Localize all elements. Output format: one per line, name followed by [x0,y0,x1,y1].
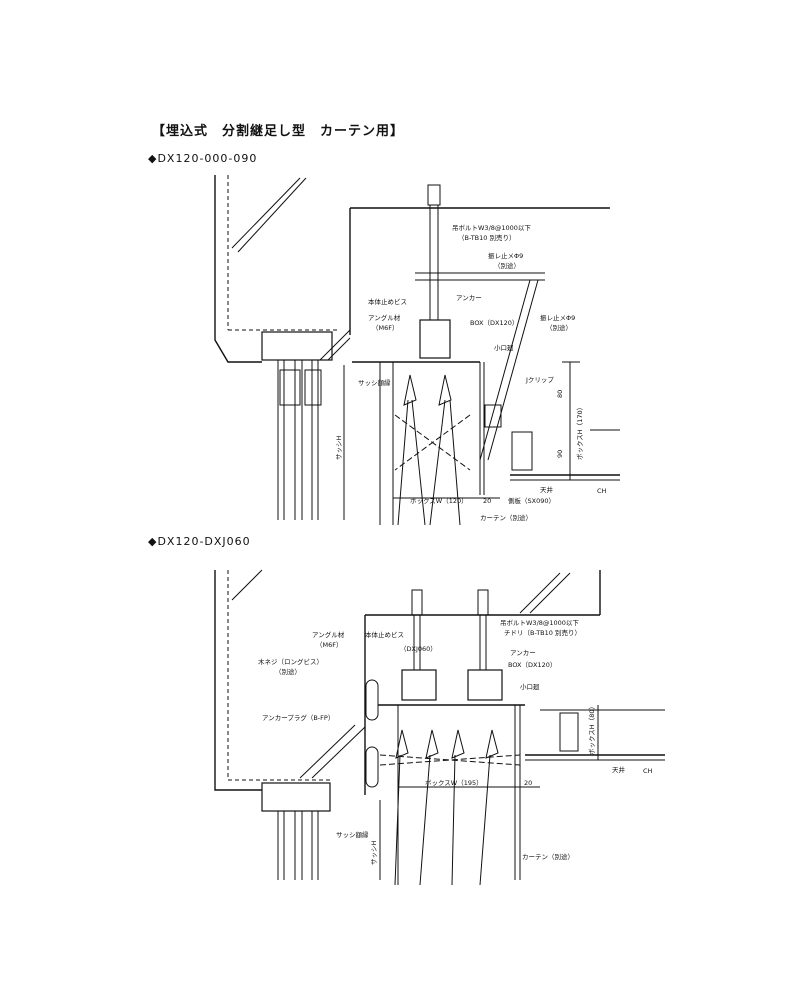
label-angle-sub: （M6F） [372,324,398,332]
label-sway-stop-h-sub: （別途） [494,261,520,270]
label-small-edge: 小口廻 [494,343,514,352]
label-angle: アングル材 [312,630,345,639]
label-anchor: アンカー [456,294,482,302]
label-sway-stop-h: 振レ止メΦ9 [488,251,523,260]
label-dim-80: 80 [556,390,564,398]
label-main-screw: 本体止めビス [368,297,407,306]
diagram-1-svg: 吊ボルトW3/8@1000以下 （B-TB10 別売り） 振レ止メΦ9 （別途）… [214,175,620,525]
label-ch: CH [597,487,607,495]
diagram-1: 吊ボルトW3/8@1000以下 （B-TB10 別売り） 振レ止メΦ9 （別途）… [0,170,800,525]
label-box: BOX（DX120） [508,661,556,669]
label-side-plate: 側板（SX090） [508,496,555,505]
label-wood-screw: 木ネジ（ロングビス） [258,657,323,666]
label-dim-20: 20 [524,779,532,787]
label-box-h: ボックスH（170） [576,404,584,460]
label-sash-h: サッシH [335,436,343,461]
label-bolt: 吊ボルトW3/8@1000以下 [452,224,531,232]
label-dim-20: 20 [483,497,491,505]
diagram-2: 吊ボルトW3/8@1000以下 チドリ（B-TB10 別売り） アングル材 （M… [0,565,800,885]
label-box-h: ボックスH（80） [588,703,596,755]
label-bolt: 吊ボルトW3/8@1000以下 [500,619,579,627]
label-ceiling: 天井 [540,485,554,494]
label-dxj: （DXJ060） [400,645,437,653]
label-bolt-sub: チドリ（B-TB10 別売り） [504,628,581,637]
label-small-edge: 小口廻 [520,682,540,691]
label-ceiling: 天井 [612,765,626,774]
label-angle: アングル材 [368,313,401,322]
label-j-clip: Jクリップ [525,376,554,384]
label-sash-h: サッシH [370,841,378,866]
label-curtain: カーテン（別途） [480,513,532,522]
label-bolt-sub: （B-TB10 別売り） [458,233,515,242]
label-sway-stop-v-sub: （別途） [546,323,572,332]
label-anchor: アンカー [510,649,536,657]
label-sash-end: サッシ額縁 [358,378,391,387]
label-anchor-plug: アンカープラグ（B-FP） [262,713,334,722]
section-code-1: ◆DX120-000-090 [148,152,258,165]
label-sash-end: サッシ額縁 [336,830,369,839]
label-ch: CH [643,767,653,775]
label-box-w: ボックスW（120） [410,497,468,505]
label-box: BOX（DX120） [470,319,518,327]
label-wood-screw-sub: （別途） [275,667,301,676]
page-title: 【埋込式 分割継足し型 カーテン用】 [152,124,405,139]
label-curtain: カーテン（別途） [522,852,574,861]
section-code-2: ◆DX120-DXJ060 [148,535,251,548]
label-dim-90: 90 [556,450,564,458]
diagram-2-svg: 吊ボルトW3/8@1000以下 チドリ（B-TB10 別売り） アングル材 （M… [214,569,665,885]
label-sway-stop-v: 振レ止メΦ9 [540,313,575,322]
label-box-w: ボックスW（195） [425,779,483,787]
label-angle-sub: （M6F） [316,641,342,649]
label-main-screw: 本体止めビス [365,630,404,639]
